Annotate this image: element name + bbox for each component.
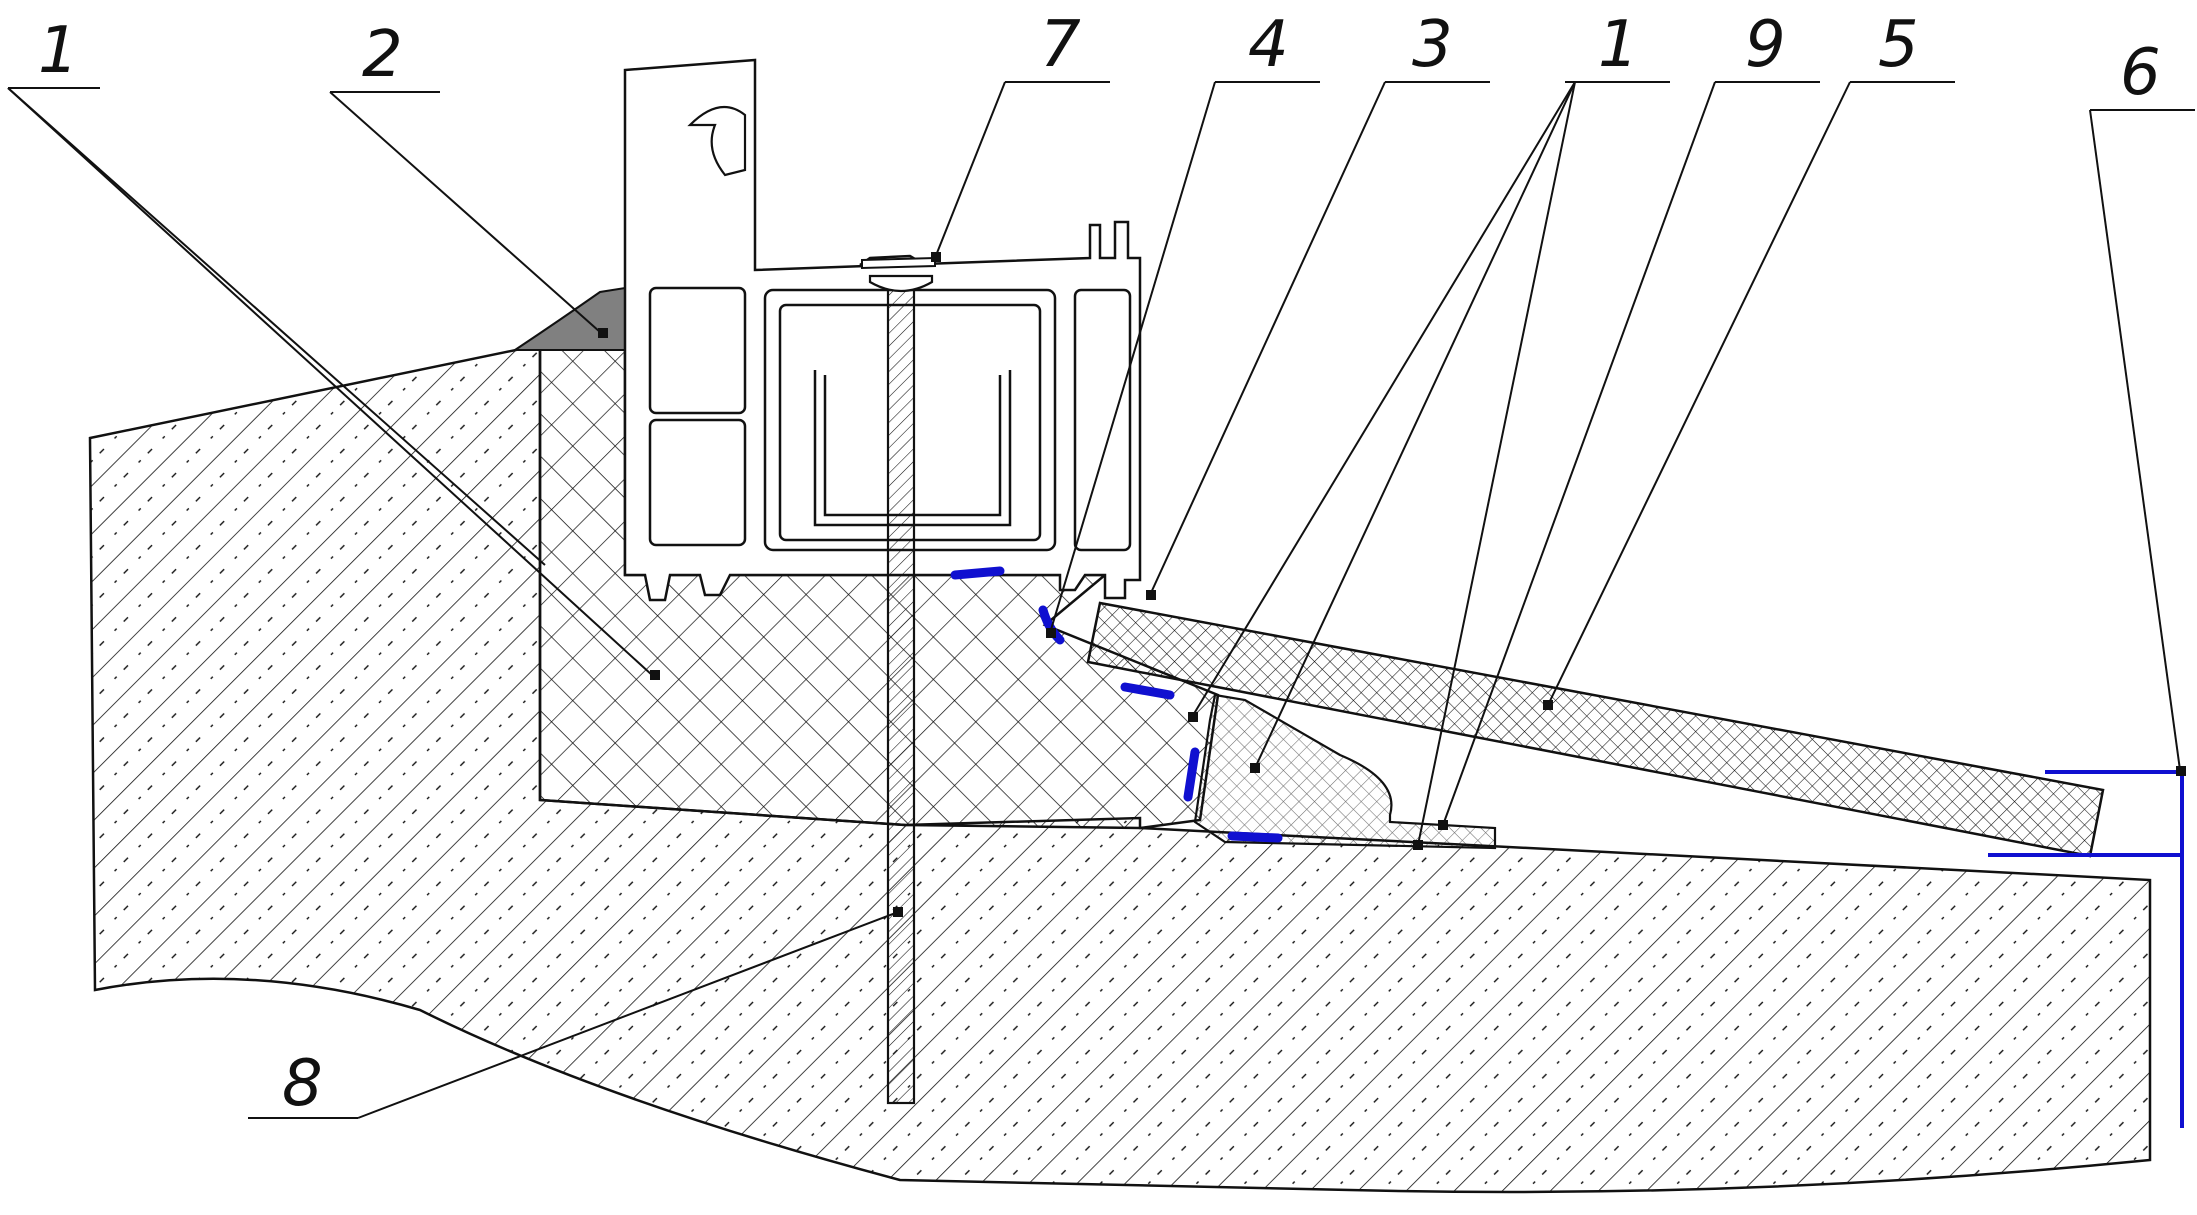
leader-lines [7, 81, 2195, 1119]
callout-7: 7 [1040, 8, 1081, 82]
callout-labels: 1 2 7 4 3 1 9 5 6 8 [38, 8, 2161, 1121]
support-bracket [1193, 693, 1497, 850]
callout-1-left: 1 [38, 14, 79, 88]
sealant-bead [511, 286, 626, 351]
window-frame-profile [623, 58, 1142, 602]
leader-dots [598, 252, 2186, 917]
cap-strip [861, 256, 936, 270]
callout-4: 4 [1248, 8, 1289, 82]
callout-9: 9 [1745, 8, 1786, 82]
wall-masonry [88, 343, 2152, 1194]
blue-seals [950, 566, 1283, 843]
callout-5: 5 [1878, 8, 1919, 82]
callout-8: 8 [282, 1047, 323, 1121]
callout-6: 6 [2120, 36, 2161, 110]
callout-1-right: 1 [1598, 8, 1639, 82]
fastening-screw [868, 274, 934, 1105]
drip-flashing [1988, 770, 2184, 1128]
callout-3: 3 [1412, 8, 1453, 82]
callout-2: 2 [362, 18, 403, 92]
